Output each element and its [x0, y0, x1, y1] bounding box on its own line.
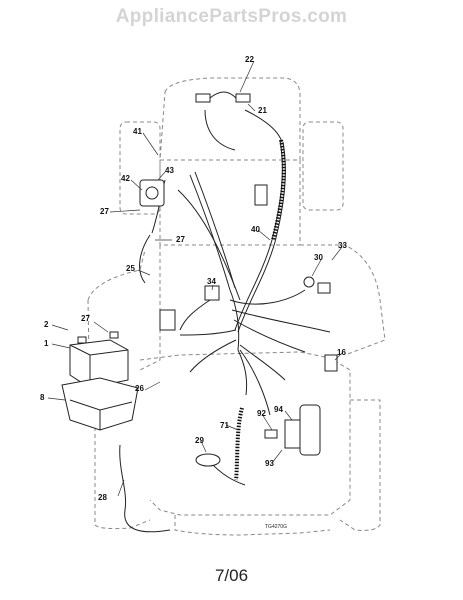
tractor-outline — [87, 77, 386, 536]
drawing-code: TG4270G — [265, 524, 287, 530]
watermark: AppliancePartsPros.com — [115, 6, 348, 27]
small-parts — [159, 184, 338, 467]
callout-1: 1 — [44, 339, 49, 348]
callout-27-battery: 27 — [81, 314, 90, 323]
callout-40: 40 — [251, 225, 260, 234]
callout-25: 25 — [126, 264, 135, 273]
callout-34: 34 — [207, 277, 216, 286]
callout-33: 33 — [338, 241, 347, 250]
callout-29: 29 — [195, 436, 204, 445]
callout-30: 30 — [314, 253, 323, 262]
callout-27-ground: 27 — [176, 235, 185, 244]
headlight-harness — [195, 91, 251, 103]
wiring-harness — [119, 109, 331, 533]
callout-21: 21 — [258, 106, 267, 115]
corrugated-loom — [234, 139, 286, 481]
callout-26: 26 — [135, 384, 144, 393]
callout-16: 16 — [337, 348, 346, 357]
callout-93: 93 — [265, 459, 274, 468]
callout-27-solenoid: 27 — [100, 207, 109, 216]
callout-43: 43 — [165, 166, 174, 175]
leader-lines — [47, 60, 343, 497]
callout-22: 22 — [245, 55, 254, 64]
callout-41: 41 — [133, 127, 142, 136]
callout-8: 8 — [40, 393, 45, 402]
solenoid — [139, 179, 165, 207]
callout-42: 42 — [121, 174, 130, 183]
battery — [69, 331, 129, 389]
callout-2: 2 — [44, 320, 49, 329]
page-label: 7/06 — [214, 566, 249, 585]
callout-94: 94 — [274, 405, 283, 414]
callout-28: 28 — [98, 493, 107, 502]
callout-92: 92 — [257, 409, 266, 418]
battery-tray — [61, 377, 139, 431]
callout-71: 71 — [220, 421, 229, 430]
